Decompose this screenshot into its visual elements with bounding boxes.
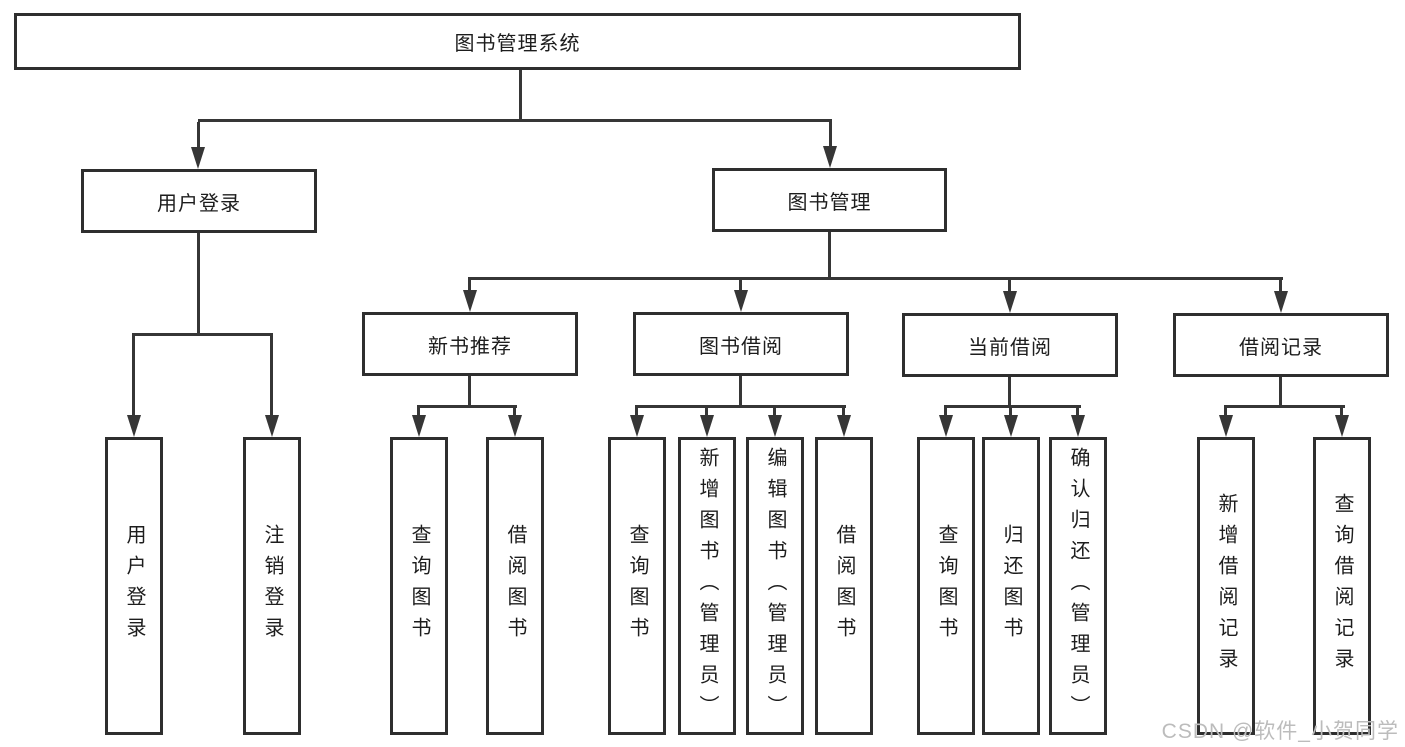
arrow-down-icon [768,415,782,437]
connector-line [198,119,832,122]
node-borrow-book-leaf: 借阅图书 [815,437,873,735]
node-query-book-recommend: 查询图书 [390,437,448,735]
node-root-system-label: 图书管理系统 [454,33,581,55]
node-user-login-group-label: 用户登录 [157,192,241,215]
connector-line [417,405,517,408]
connector-line [1008,280,1011,293]
connector-line [1224,408,1227,417]
connector-line [1279,377,1282,408]
connector-line [944,408,947,417]
node-query-borrow-record-label: 查询借阅记录 [1331,493,1353,679]
node-confirm-return-admin-label: 确认归还（管理员） [1067,446,1089,726]
node-current-borrow: 当前借阅 [902,313,1118,377]
connector-line [197,122,200,149]
connector-line [1224,405,1345,408]
node-book-borrow: 图书借阅 [633,312,849,376]
node-query-book-borrow-label: 查询图书 [626,524,648,648]
node-borrow-records: 借阅记录 [1173,313,1389,377]
node-logout-leaf: 注销登录 [243,437,301,735]
connector-line [828,232,831,280]
arrow-down-icon [127,415,141,437]
arrow-down-icon [823,146,837,168]
node-user-login-group: 用户登录 [81,169,317,233]
arrow-down-icon [191,147,205,169]
connector-line [739,376,742,408]
node-query-book-current: 查询图书 [917,437,975,735]
arrow-down-icon [1003,291,1017,313]
arrow-down-icon [1219,415,1233,437]
arrow-down-icon [939,415,953,437]
node-book-management-group-label: 图书管理 [787,191,872,214]
node-return-book-label: 归还图书 [1000,524,1022,648]
node-borrow-book-recommend-label: 借阅图书 [504,524,526,648]
node-query-book-borrow: 查询图书 [608,437,666,735]
connector-line [1076,408,1079,417]
connector-line [468,277,1283,280]
node-query-book-recommend-label: 查询图书 [408,524,430,648]
arrow-down-icon [412,415,426,437]
node-confirm-return-admin: 确认归还（管理员） [1049,437,1107,735]
node-book-management-group: 图书管理 [712,168,947,232]
node-root-system: 图书管理系统 [14,13,1021,70]
node-user-login-leaf: 用户登录 [105,437,163,735]
arrow-down-icon [1071,415,1085,437]
node-new-book-recommend-label: 新书推荐 [428,335,512,358]
connector-line [519,70,522,122]
connector-line [132,336,135,416]
arrow-down-icon [463,290,477,312]
node-borrow-records-label: 借阅记录 [1239,336,1323,359]
node-edit-book-admin-label: 编辑图书（管理员） [764,446,786,726]
node-borrow-book-recommend: 借阅图书 [486,437,544,735]
connector-line [944,405,1081,408]
connector-line [635,408,638,417]
arrow-down-icon [700,415,714,437]
arrow-down-icon [734,290,748,312]
connector-line [468,376,471,408]
node-borrow-book-leaf-label: 借阅图书 [833,524,855,648]
node-add-book-admin-label: 新增图书（管理员） [696,446,718,726]
arrow-down-icon [630,415,644,437]
node-add-book-admin: 新增图书（管理员） [678,437,736,735]
connector-line [270,336,273,416]
node-logout-leaf-label: 注销登录 [261,524,283,648]
connector-line [197,233,200,336]
connector-line [132,333,273,336]
node-query-book-current-label: 查询图书 [935,524,957,648]
connector-line [635,405,846,408]
csdn-watermark: CSDN @软件_小贺同学 [1161,720,1399,743]
connector-line [1009,408,1012,417]
node-user-login-leaf-label: 用户登录 [123,524,145,648]
connector-line [1340,408,1343,417]
arrow-down-icon [265,415,279,437]
arrow-down-icon [508,415,522,437]
node-return-book: 归还图书 [982,437,1040,735]
connector-line [773,408,776,417]
node-new-book-recommend: 新书推荐 [362,312,578,376]
connector-line [417,408,420,417]
node-add-borrow-record: 新增借阅记录 [1197,437,1255,735]
node-query-borrow-record: 查询借阅记录 [1313,437,1371,735]
node-add-borrow-record-label: 新增借阅记录 [1215,493,1237,679]
connector-line [739,280,742,292]
arrow-down-icon [1004,415,1018,437]
node-edit-book-admin: 编辑图书（管理员） [746,437,804,735]
connector-line [1008,377,1011,408]
connector-line [829,122,832,148]
connector-line [1279,280,1282,293]
connector-line [842,408,845,417]
connector-line [513,408,516,417]
node-book-borrow-label: 图书借阅 [699,335,783,358]
arrow-down-icon [1335,415,1349,437]
arrow-down-icon [1274,291,1288,313]
node-current-borrow-label: 当前借阅 [968,336,1052,359]
connector-line [468,280,471,292]
arrow-down-icon [837,415,851,437]
connector-line [705,408,708,417]
